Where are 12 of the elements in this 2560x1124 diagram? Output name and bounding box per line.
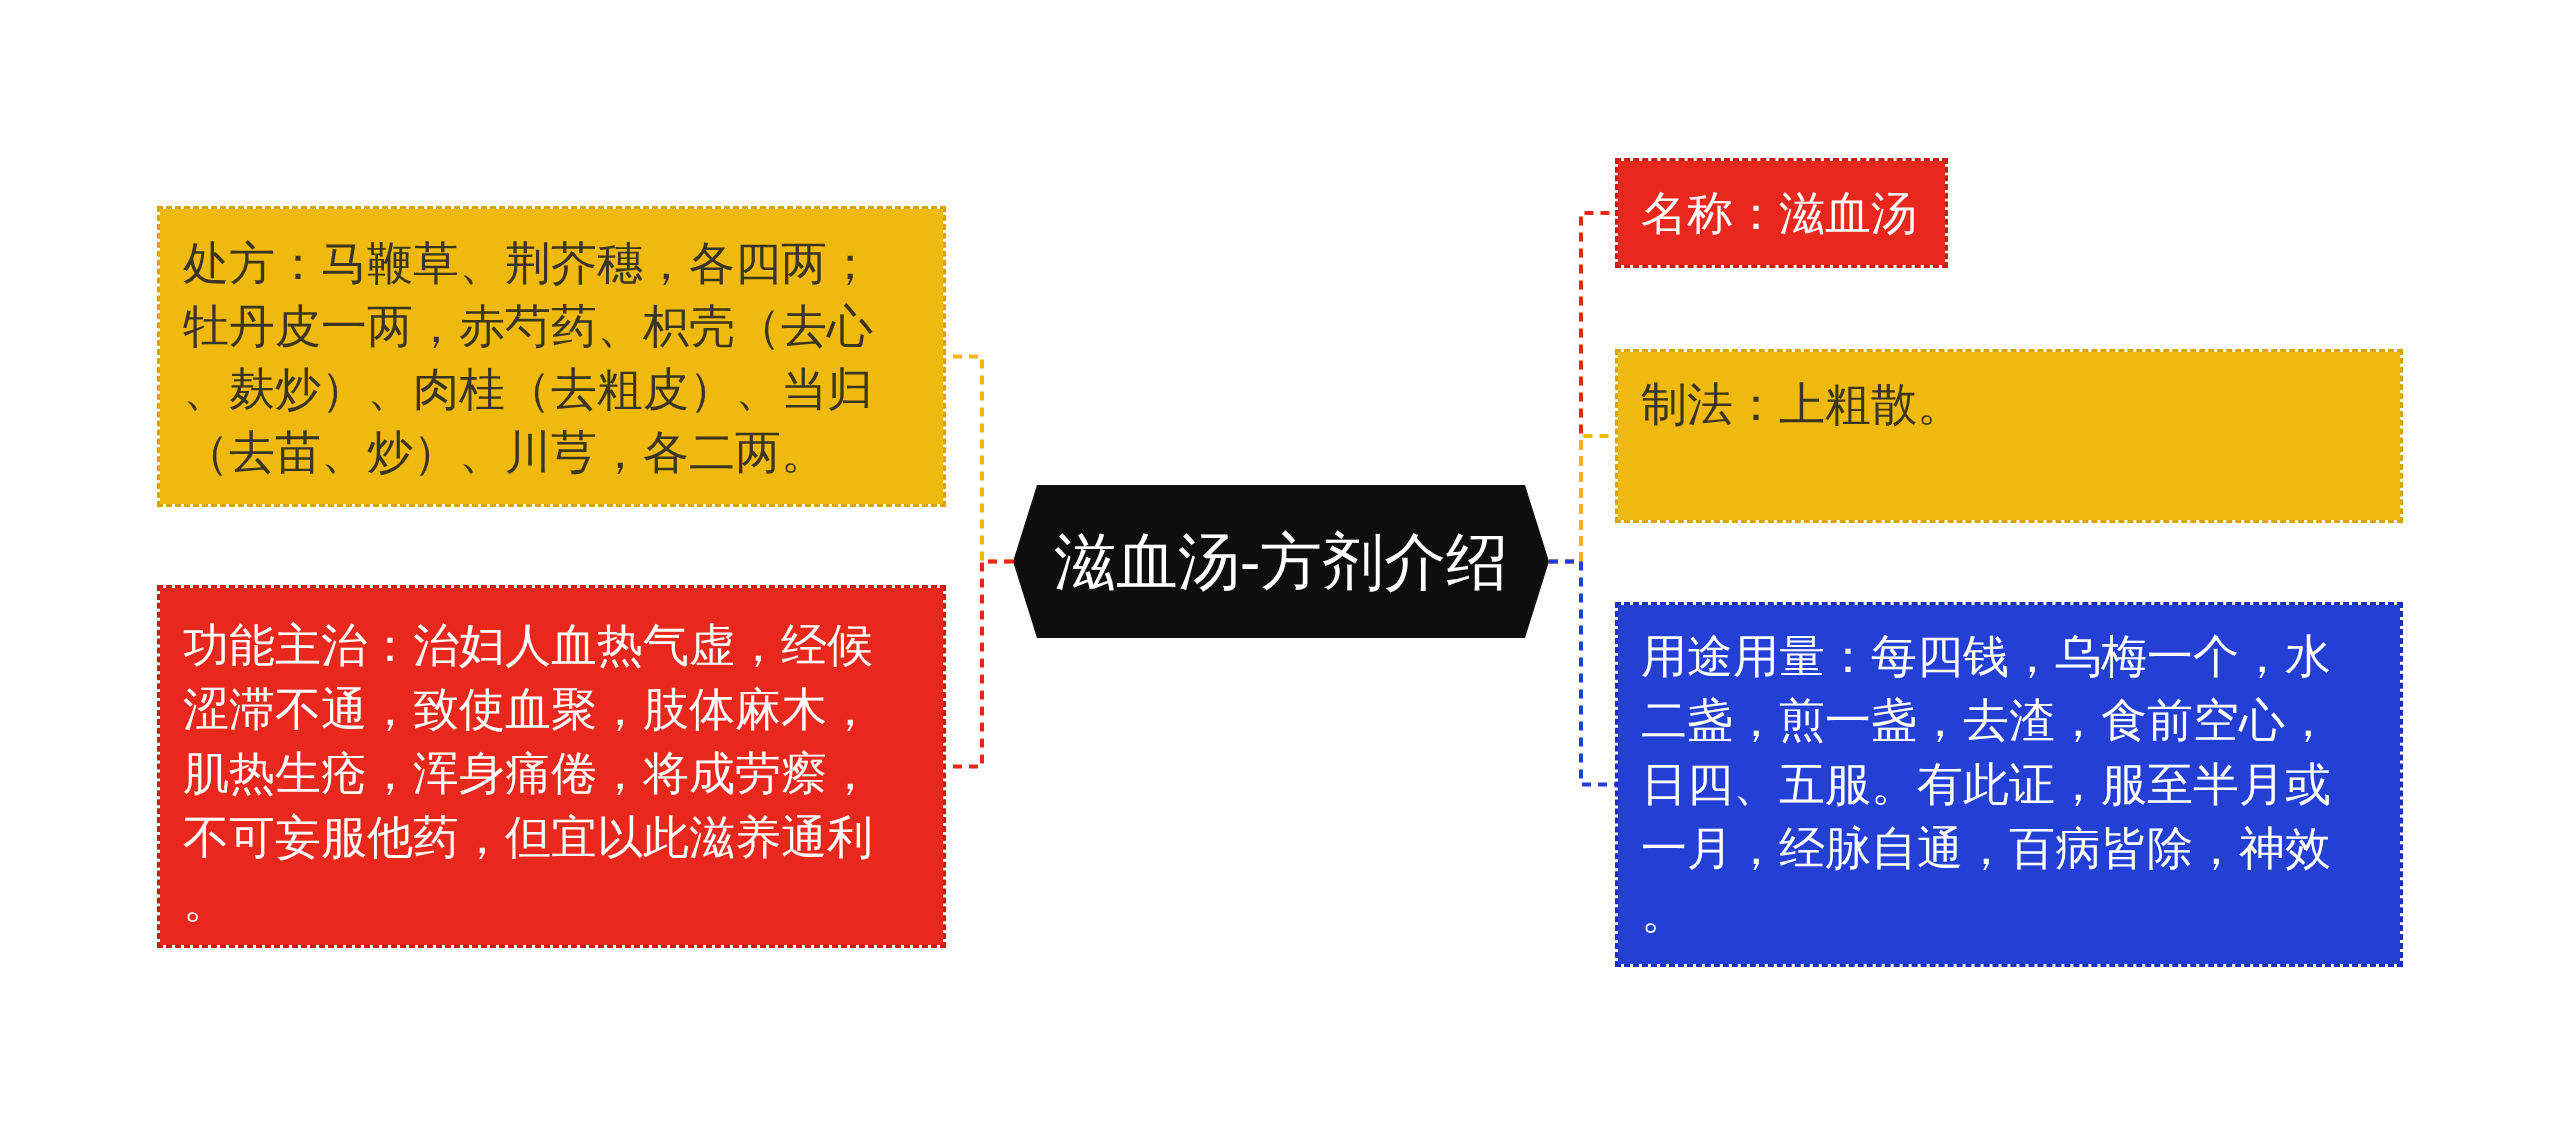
name-text: 名称：滋血汤	[1641, 186, 1917, 241]
indication-text: 功能主治：治妇人血热气虚，经候涩滞不通，致使血聚，肢体麻木，肌热生疮，浑身痛倦，将成劳瘵，不可妄服他药，但宜以此滋养通利。	[183, 618, 874, 929]
indication-box	[157, 585, 946, 948]
topic-title: 滋血汤-方剂介绍	[1053, 530, 1509, 593]
prescription-text: 处方：马鞭草、荆芥穗，各四两；牡丹皮一两，赤芍药、枳壳（去心、麸炒）、肉桂（去粗皮）、当归（去苗、炒）、川芎，各二两。	[183, 236, 874, 480]
name-box	[1615, 158, 1948, 268]
dosage-text: 用途用量：每四钱，乌梅一个，水二盏，煎一盏，去渣，食前空心，日四、五服。有此证，服至半月或一月，经脉自通，百病皆除，神效。	[1641, 629, 2332, 940]
central-topic-hexagon	[1013, 485, 1549, 638]
preparation-box	[1615, 349, 2403, 523]
dosage-box	[1615, 602, 2403, 967]
preparation-text: 制法：上粗散。	[1641, 377, 1964, 432]
prescription-box	[157, 206, 946, 507]
